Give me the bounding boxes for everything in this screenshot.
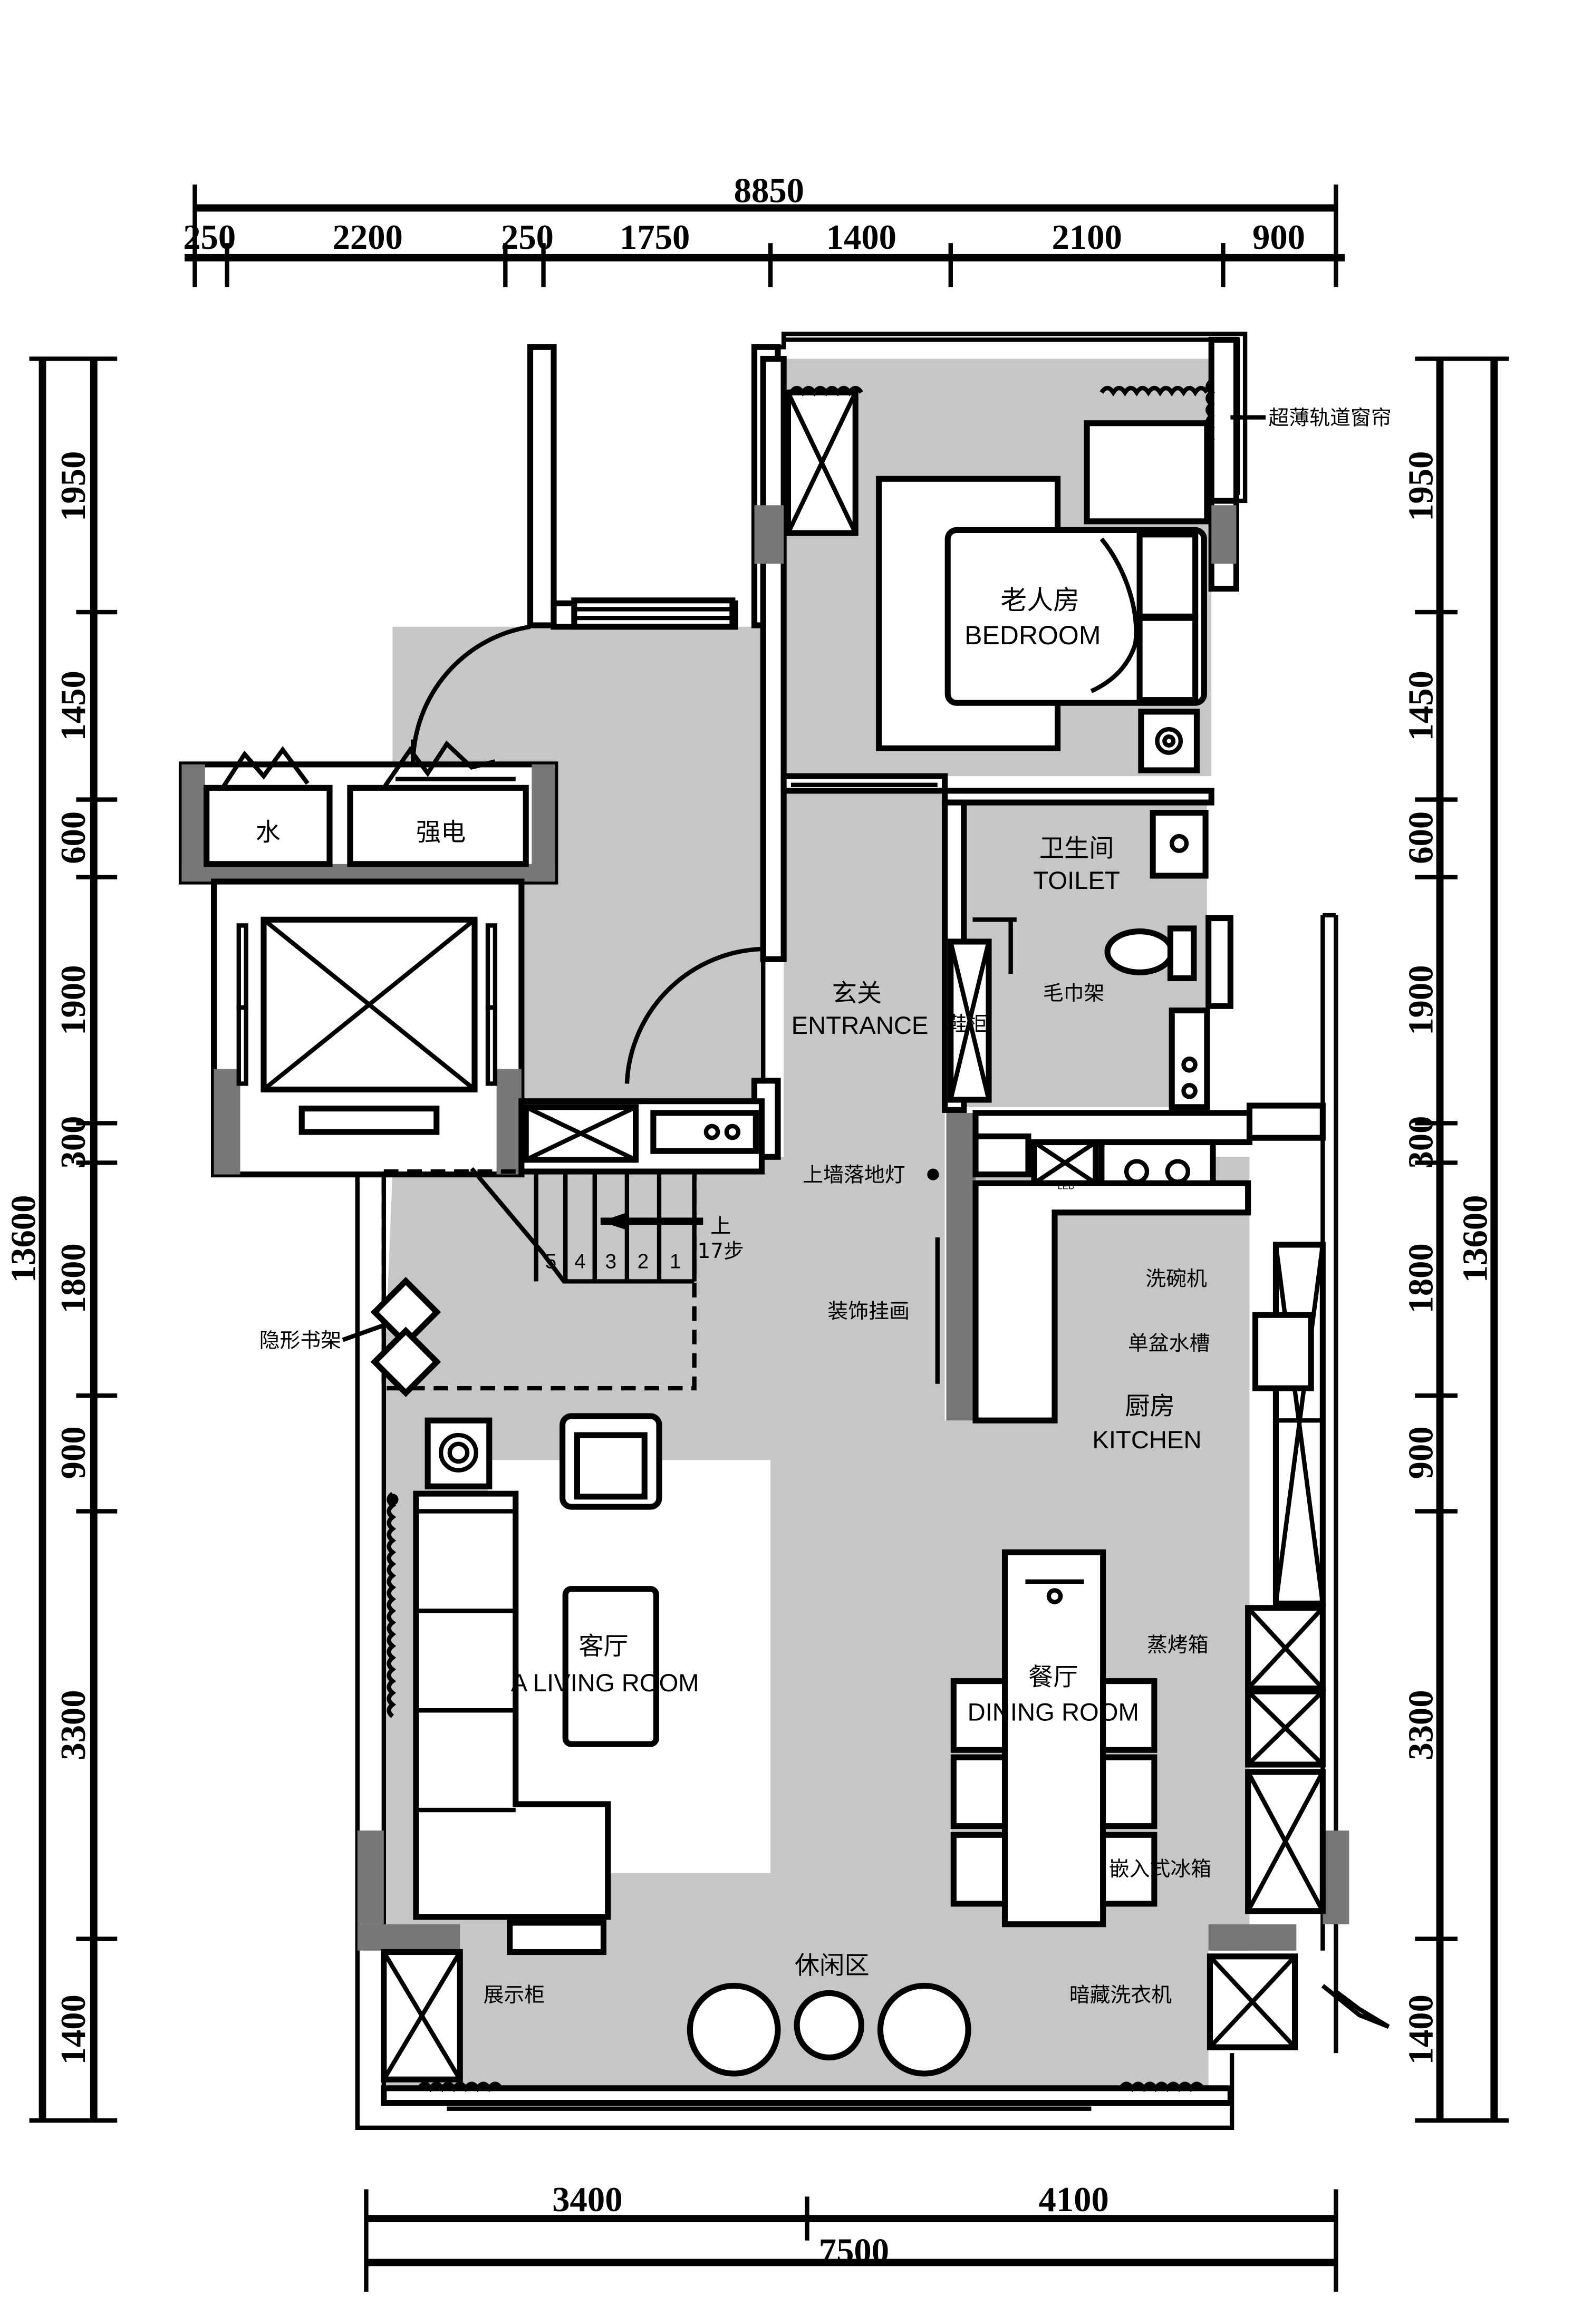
left-dimensions: 13600 1950 1450 600 1900 300 1800 900 33… <box>5 356 118 2123</box>
left-dim-8: 3300 <box>54 1690 93 1760</box>
doors <box>411 597 1233 1084</box>
right-dim-5: 300 <box>1402 1116 1441 1169</box>
kitchen-area: 厨房 KITCHEN LED <box>972 1133 1326 1914</box>
right-dim-2: 1450 <box>1402 671 1441 741</box>
bottom-dimensions: 3400 4100 7500 <box>364 2181 1338 2292</box>
curtain-note: 超薄轨道窗帘 <box>1269 406 1392 430</box>
towel-rack-note: 毛巾架 <box>1043 982 1105 1005</box>
left-dim-3: 600 <box>54 811 93 864</box>
utility-shafts: 水 强电 <box>204 740 529 867</box>
dining-area: 餐厅 DINING ROOM <box>950 1549 1157 1928</box>
bedroom-label-cn: 老人房 <box>1000 585 1079 615</box>
left-dim-1: 1950 <box>54 451 93 521</box>
right-dim-3: 600 <box>1402 811 1441 864</box>
right-total-dim: 13600 <box>1456 1195 1494 1283</box>
left-dim-7: 900 <box>54 1426 93 1479</box>
top-dimensions: 8850 250 2200 250 1750 1400 2100 900 <box>183 171 1345 287</box>
floor-lamp-note: 上墙落地灯 <box>803 1163 905 1187</box>
dining-label-cn: 餐厅 <box>1028 1663 1078 1692</box>
top-dim-4: 1750 <box>620 218 690 257</box>
top-dim-5: 1400 <box>826 218 896 257</box>
hidden-shelf: 隐形书架 <box>259 1276 441 1397</box>
dishwasher-note: 洗碗机 <box>1145 1267 1207 1291</box>
top-dim-2: 2200 <box>333 218 403 257</box>
entrance-label-cn: 玄关 <box>832 979 882 1008</box>
toilet-furniture: 卫生间 TOILET <box>972 809 1210 1110</box>
left-dim-5: 300 <box>54 1116 93 1169</box>
stair-num-4: 4 <box>574 1250 586 1273</box>
led-tag: LED <box>1058 1181 1075 1191</box>
annotations: 超薄轨道窗帘 毛巾架 鞋柜 上墙落地灯 装饰挂画 洗碗机 单盆水槽 蒸烤箱 嵌入… <box>484 406 1392 2007</box>
bedroom-label-en: BEDROOM <box>964 621 1101 650</box>
living-room: 客厅 A LIVING ROOM <box>387 1413 771 1955</box>
fridge-note: 嵌入式冰箱 <box>1109 1857 1211 1881</box>
decor-painting-note: 装饰挂画 <box>827 1300 910 1323</box>
washer-note: 暗藏洗衣机 <box>1069 1983 1172 2007</box>
dining-label-en: DINING ROOM <box>968 1699 1139 1727</box>
stair-up-label: 上 <box>710 1215 731 1238</box>
top-dim-7: 900 <box>1252 218 1305 257</box>
toilet-label-en: TOILET <box>1033 867 1120 895</box>
right-dim-1: 1950 <box>1402 451 1441 521</box>
power-shaft-label: 强电 <box>416 818 466 847</box>
stair-num-2: 2 <box>638 1250 649 1273</box>
leisure-area: 休闲区 <box>381 1949 1390 2093</box>
kitchen-label-cn: 厨房 <box>1125 1392 1174 1421</box>
toilet-label-cn: 卫生间 <box>1039 834 1114 863</box>
top-total-dim: 8850 <box>734 171 804 210</box>
living-label-en: A LIVING ROOM <box>511 1669 699 1697</box>
right-dimensions: 13600 1950 1450 600 1900 300 1800 900 33… <box>1402 356 1509 2123</box>
water-shaft-label: 水 <box>256 818 281 847</box>
stair-num-1: 1 <box>670 1250 681 1273</box>
right-dim-6: 1800 <box>1402 1243 1441 1313</box>
left-dim-6: 1800 <box>54 1243 93 1313</box>
bottom-dim-2: 4100 <box>1038 2181 1108 2219</box>
single-sink-note: 单盆水槽 <box>1128 1332 1210 1355</box>
stair-num-3: 3 <box>605 1250 617 1273</box>
stair-num-5: 5 <box>545 1250 557 1273</box>
bottom-dim-1: 3400 <box>552 2181 622 2219</box>
left-dim-4: 1900 <box>54 965 93 1035</box>
leisure-label-cn: 休闲区 <box>795 1951 870 1980</box>
top-dim-1: 250 <box>183 218 236 257</box>
top-dim-3: 250 <box>501 218 554 257</box>
bottom-total-dim: 7500 <box>819 2232 889 2270</box>
right-dim-7: 900 <box>1402 1426 1441 1479</box>
right-dim-9: 1400 <box>1402 1994 1441 2065</box>
display-cabinet-note: 展示柜 <box>484 1983 545 2007</box>
steam-oven-note: 蒸烤箱 <box>1147 1633 1209 1657</box>
left-total-dim: 13600 <box>5 1195 43 1283</box>
right-dim-8: 3300 <box>1402 1690 1441 1760</box>
right-dim-4: 1900 <box>1402 965 1441 1035</box>
living-label-cn: 客厅 <box>578 1632 628 1661</box>
staircase: 5 4 3 2 1 上 17步 <box>381 1167 744 1391</box>
top-dim-6: 2100 <box>1052 218 1122 257</box>
stair-steps-label: 17步 <box>697 1240 744 1263</box>
left-dim-2: 1450 <box>54 671 93 741</box>
bedroom-furniture: 老人房 BEDROOM <box>785 379 1215 773</box>
shoe-cabinet-note: 鞋柜 <box>946 1012 987 1036</box>
entrance-label-en: ENTRANCE <box>792 1012 929 1040</box>
kitchen-label-en: KITCHEN <box>1092 1426 1201 1454</box>
entrance-area: 玄关 ENTRANCE <box>523 938 992 1163</box>
hidden-shelf-label: 隐形书架 <box>259 1329 342 1352</box>
left-dim-9: 1400 <box>54 1994 93 2065</box>
elevator <box>236 916 498 1135</box>
